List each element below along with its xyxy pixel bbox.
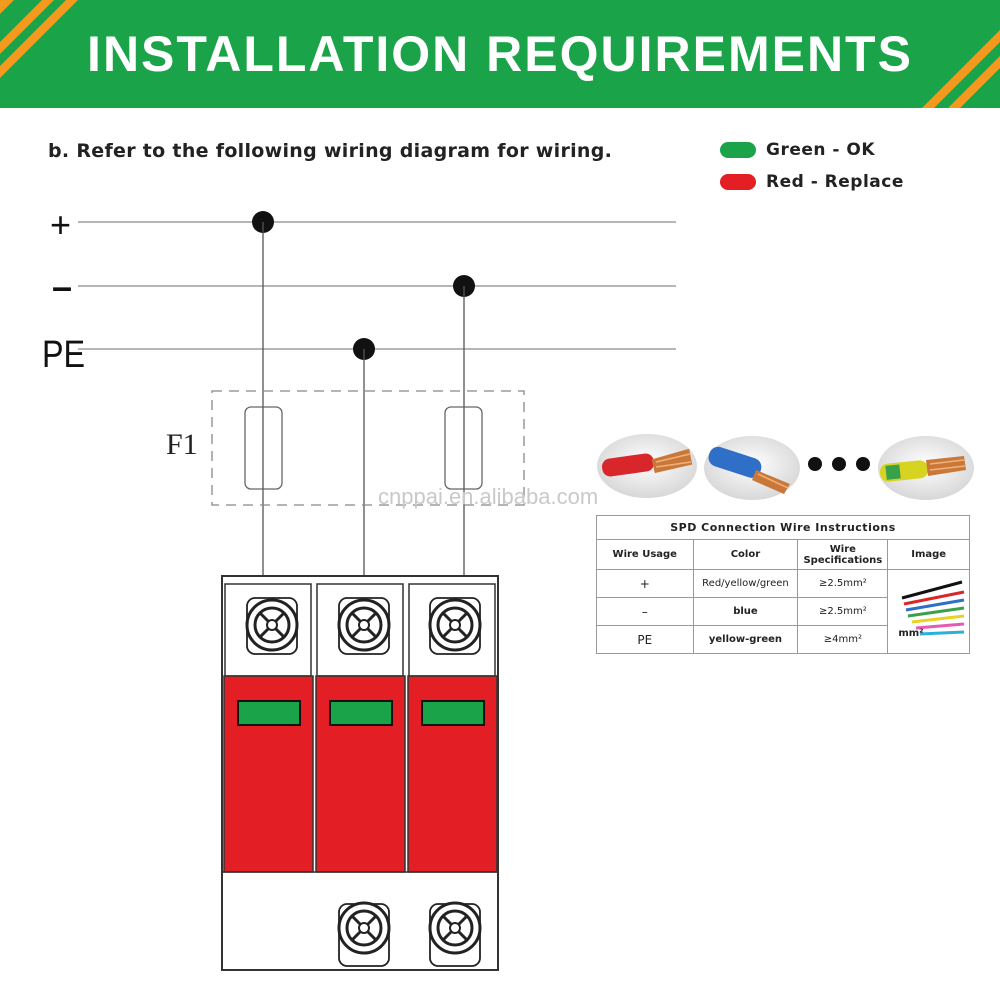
wire-instructions-table: SPD Connection Wire Instructions Wire Us…: [596, 515, 970, 654]
red-swatch-icon: [720, 174, 756, 190]
row-usage: +: [596, 569, 694, 598]
table-title: SPD Connection Wire Instructions: [596, 515, 970, 540]
row-color: Red/yellow/green: [692, 569, 799, 598]
fuse-box: [211, 390, 525, 506]
pe-line-label: PE: [42, 334, 86, 376]
row-color: yellow-green: [692, 625, 799, 654]
legend-ok: Green - OK: [720, 140, 875, 160]
legend-replace-label: Red - Replace: [766, 172, 904, 192]
terminal-bottom-2: [428, 901, 482, 967]
header-banner: INSTALLATION REQUIREMENTS: [0, 0, 1000, 108]
header-wire-usage: Wire Usage: [596, 539, 694, 570]
ellipsis-dot-icon: [808, 457, 822, 471]
indicator-1: [237, 700, 301, 726]
fuse-label: F1: [166, 428, 198, 461]
table-row: PE yellow-green ≥4mm²: [596, 625, 970, 654]
row-usage: –: [596, 597, 694, 626]
indicator-3: [421, 700, 485, 726]
row-usage: PE: [596, 625, 694, 654]
watermark: cnppai.en.alibaba.com: [378, 484, 599, 509]
red-wire-icon: [597, 434, 697, 498]
wire-photos: [597, 434, 974, 500]
plus-line-label: +: [50, 204, 72, 245]
table-row: – blue ≥2.5mm²: [596, 597, 970, 626]
terminal-top-3: [428, 597, 482, 655]
table-row: + Red/yellow/green ≥2.5mm² mm²: [596, 569, 970, 654]
blue-wire-icon: [704, 436, 800, 500]
row-color: blue: [692, 597, 799, 626]
instruction-text: b. Refer to the following wiring diagram…: [48, 140, 613, 162]
wire-bundle-cell: mm²: [887, 569, 970, 654]
legend-ok-label: Green - OK: [766, 140, 876, 160]
yellow-green-wire-icon: [878, 436, 974, 500]
header-image: Image: [887, 539, 970, 570]
image-unit-label: mm²: [898, 628, 924, 639]
indicator-2: [329, 700, 393, 726]
terminal-top-2: [337, 597, 391, 655]
banner-stripes: [0, 0, 1000, 108]
row-spec: ≥4mm²: [797, 625, 889, 654]
terminal-top-1: [245, 597, 299, 655]
header-color: Color: [692, 539, 799, 570]
wire-bundle-icon: [901, 580, 965, 636]
row-spec: ≥2.5mm²: [797, 569, 889, 598]
legend-replace: Red - Replace: [720, 172, 904, 192]
page-title: INSTALLATION REQUIREMENTS: [87, 26, 913, 82]
minus-line-label: –: [52, 266, 73, 307]
green-swatch-icon: [720, 142, 756, 158]
row-spec: ≥2.5mm²: [797, 597, 889, 626]
header-wire-specifications: Wire Specifications: [797, 539, 889, 570]
terminal-bottom-1: [337, 901, 391, 967]
